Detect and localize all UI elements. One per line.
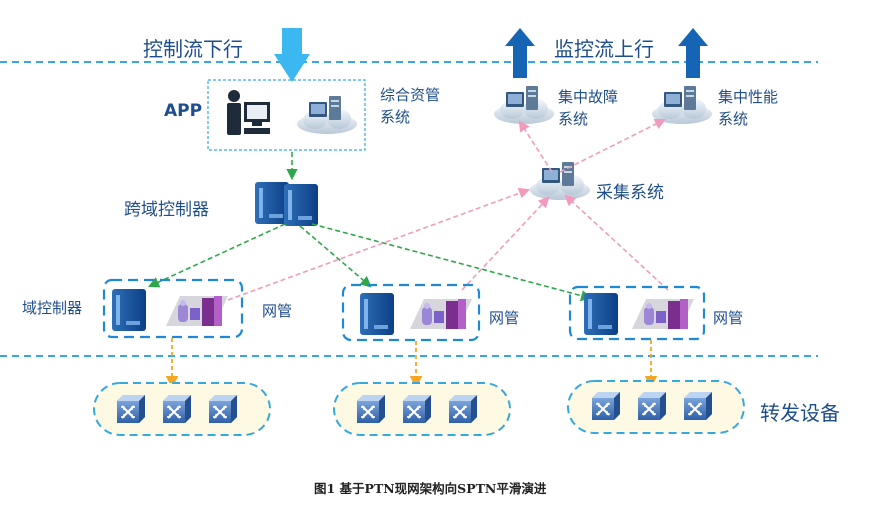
forwarding-devices-label: 转发设备 (760, 401, 840, 425)
domain-controller-label: 域控制器 (22, 299, 83, 317)
arrow-nms3-to-collect (564, 194, 669, 291)
arrow-cross-to-domain1 (147, 223, 286, 288)
nms-label-1: 网管 (262, 302, 293, 320)
domain-box-3 (568, 285, 706, 341)
fault-mgmt-cloud-icon (494, 86, 554, 124)
cross-domain-controller-icon (255, 182, 318, 226)
perf-mgmt-cloud-icon (652, 86, 712, 124)
collection-label: 采集系统 (596, 183, 664, 203)
arrow-cross-to-domain3 (311, 223, 593, 302)
arrow-nms1-to-collect (227, 187, 531, 301)
fault-mgmt-label-1: 集中故障 (558, 88, 619, 106)
resource-mgmt-label-2: 系统 (380, 108, 411, 126)
control-flow-label: 控制流下行 (143, 37, 243, 61)
nms-label-2: 网管 (489, 309, 520, 327)
monitor-up-arrow-icon-2 (678, 28, 708, 78)
arrow-collect-to-perf (559, 118, 667, 173)
collection-cloud-icon (530, 162, 590, 200)
device-group-1 (93, 382, 271, 436)
app-label: APP (164, 101, 203, 121)
domain-box-2 (341, 283, 481, 342)
monitor-flow-label: 监控流上行 (554, 37, 654, 61)
arrow-cross-to-domain2 (299, 225, 372, 288)
domain-box-1 (102, 278, 244, 339)
arrow-collect-to-fault (518, 120, 553, 173)
nms-label-3: 网管 (713, 309, 744, 327)
operator-workstation-icon (227, 90, 270, 135)
arrow-nms2-to-collect (461, 196, 550, 291)
resource-mgmt-cloud-icon (297, 96, 357, 134)
fault-mgmt-label-2: 系统 (558, 110, 589, 128)
figure-caption: 图1 基于PTN现网架构向SPTN平滑演进 (314, 481, 547, 496)
monitor-up-arrow-icon-1 (505, 28, 535, 78)
control-down-arrow-icon (274, 28, 310, 82)
perf-mgmt-label-2: 系统 (718, 110, 749, 128)
perf-mgmt-label-1: 集中性能 (718, 88, 779, 106)
app-box (207, 79, 366, 151)
device-group-2 (333, 382, 511, 436)
device-group-3 (567, 380, 745, 434)
cross-domain-controller-label: 跨域控制器 (124, 200, 209, 220)
resource-mgmt-label-1: 综合资管 (380, 86, 441, 104)
